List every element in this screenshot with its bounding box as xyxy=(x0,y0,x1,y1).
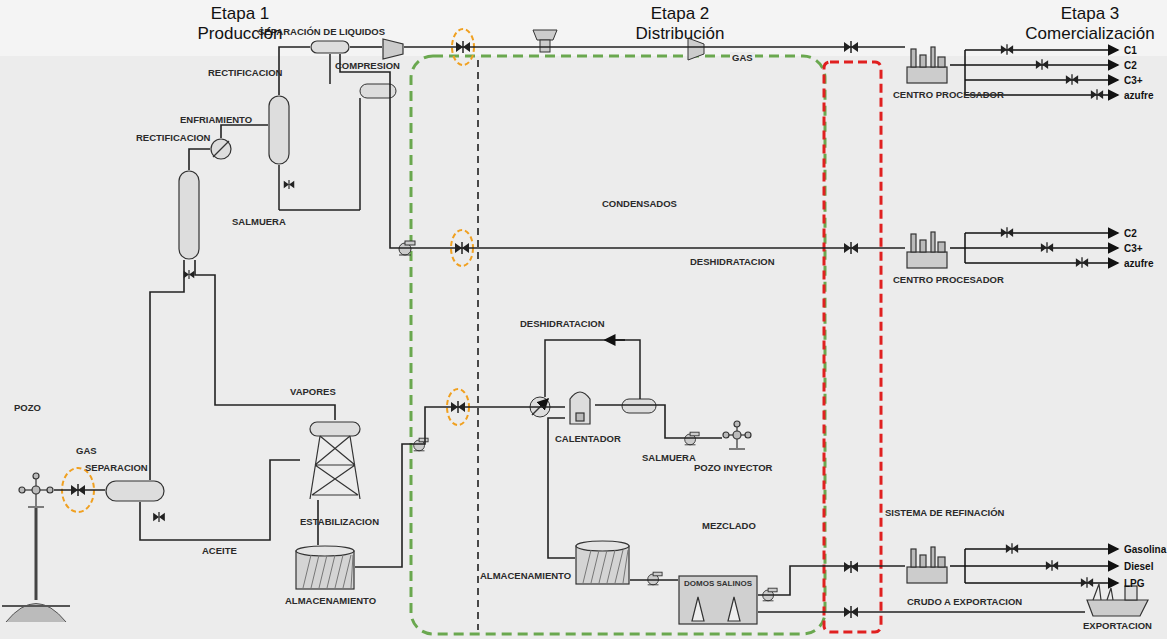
flow-label: SALMUERA xyxy=(640,452,698,463)
equipment-label: POZO INYECTOR xyxy=(694,462,772,473)
equipment-icon xyxy=(382,38,404,60)
product-label: Diesel xyxy=(1124,561,1153,572)
flow-label: DESHIDRATACION xyxy=(520,318,605,329)
stage-heading: Distribución xyxy=(570,24,790,44)
processing-plant: SISTEMA DE REFINACIÓN xyxy=(905,545,950,585)
flow-label: SALMUERA xyxy=(232,216,286,227)
pipe-line xyxy=(54,489,105,491)
equipment-icon xyxy=(178,170,200,260)
equipment-label: RECTIFICACION xyxy=(136,132,210,143)
product-label: Gasolina xyxy=(1124,544,1166,555)
well-head: POZO xyxy=(18,472,54,508)
equipment-label: ENFRIAMIENTO xyxy=(180,114,252,125)
separator-drum: SEPARACIÓN DE LIQUIDOS xyxy=(310,40,350,54)
flow-label: GAS xyxy=(76,445,97,456)
equipment-icon xyxy=(300,420,370,500)
equipment-label: RECTIFICACION xyxy=(208,67,282,78)
equipment-icon xyxy=(722,420,752,450)
processing-plant: CENTRO PROCESADOR xyxy=(905,230,950,270)
stabilizer-tower: ESTABILIZACION xyxy=(300,420,370,500)
heater-vessel: CALENTADOR xyxy=(565,385,595,425)
equipment-label: ALMACENAMIENTO xyxy=(480,570,571,581)
flow-label: ACEITE xyxy=(200,545,239,556)
equipment-label: ALMACENAMIENTO xyxy=(285,595,376,606)
flow-label: MEZCLADO xyxy=(700,520,758,531)
equipment-icon xyxy=(575,540,630,585)
equipment-icon xyxy=(905,545,950,585)
pipe-line xyxy=(404,46,905,48)
equipment-icon xyxy=(905,45,950,85)
equipment-icon xyxy=(105,480,165,502)
storage-tank: ALMACENAMIENTO xyxy=(295,545,355,590)
product-label: azufre xyxy=(1124,90,1153,101)
equipment-label: CENTRO PROCESADOR xyxy=(893,89,1004,100)
equipment-label: DOMOS SALINOS xyxy=(684,578,752,589)
equipment-label: SISTEMA DE REFINACIÓN xyxy=(885,507,1004,518)
pipe-line xyxy=(150,260,184,480)
equipment-icon xyxy=(905,230,950,270)
equipment-icon xyxy=(295,545,355,590)
equipment-label: ESTABILIZACION xyxy=(300,516,379,527)
product-label: C3+ xyxy=(1124,243,1143,254)
equipment-label: SEPARACION xyxy=(85,462,148,473)
storage-tank: ALMACENAMIENTO xyxy=(575,540,630,585)
pipe-line xyxy=(630,579,678,581)
equipment-icon xyxy=(210,138,232,160)
compressor: COMPRESION xyxy=(382,38,404,60)
distillation-column: RECTIFICACION xyxy=(268,95,290,165)
pipe-line xyxy=(758,611,1085,613)
product-label: C3+ xyxy=(1124,75,1143,86)
product-label: C1 xyxy=(1124,45,1137,56)
equipment-icon xyxy=(310,40,350,54)
flow-label: VAPORES xyxy=(288,386,338,397)
stage-heading: Etapa 1 xyxy=(130,4,350,24)
processing-plant: CENTRO PROCESADOR xyxy=(905,45,950,85)
separator-drum: SEPARACION xyxy=(105,480,165,502)
distillation-column: RECTIFICACION xyxy=(178,170,200,260)
stage-heading: Producción xyxy=(130,24,350,44)
pipe-line xyxy=(221,125,268,138)
product-label: C2 xyxy=(1124,228,1137,239)
equipment-icon xyxy=(565,385,595,425)
equipment-label: EXPORTACION xyxy=(1083,620,1152,631)
stage-heading: Etapa 3 xyxy=(980,4,1167,24)
stage-heading: Comercialización xyxy=(980,24,1167,44)
product-label: azufre xyxy=(1124,258,1153,269)
equipment-label: CALENTADOR xyxy=(555,433,621,444)
heat-exchanger: ENFRIAMIENTO xyxy=(210,138,232,160)
pipe-line xyxy=(355,407,565,567)
equipment-label: CENTRO PROCESADOR xyxy=(893,274,1004,285)
pipe-line xyxy=(189,149,210,170)
pipe-line xyxy=(340,54,905,248)
equipment-icon xyxy=(18,472,54,508)
equipment-label: POZO xyxy=(14,402,41,413)
salt-dome-box: DOMOS SALINOS xyxy=(678,575,758,625)
flow-label: CONDENSADOS xyxy=(600,198,679,209)
stage-heading: Etapa 2 xyxy=(570,4,790,24)
pipe-line xyxy=(758,566,905,595)
pipe-line xyxy=(140,460,300,540)
flow-label: DESHIDRATACION xyxy=(690,256,775,267)
product-label: C2 xyxy=(1124,60,1137,71)
well-head: POZO INYECTOR xyxy=(722,420,752,450)
pipe-line xyxy=(279,47,310,95)
flow-label: GAS xyxy=(730,52,755,63)
flow-label: CRUDO A EXPORTACION xyxy=(905,596,1024,607)
equipment-icon xyxy=(268,95,290,165)
equipment-label: COMPRESION xyxy=(335,60,400,71)
pipe-line xyxy=(350,46,382,48)
product-label: LPG xyxy=(1124,578,1145,589)
